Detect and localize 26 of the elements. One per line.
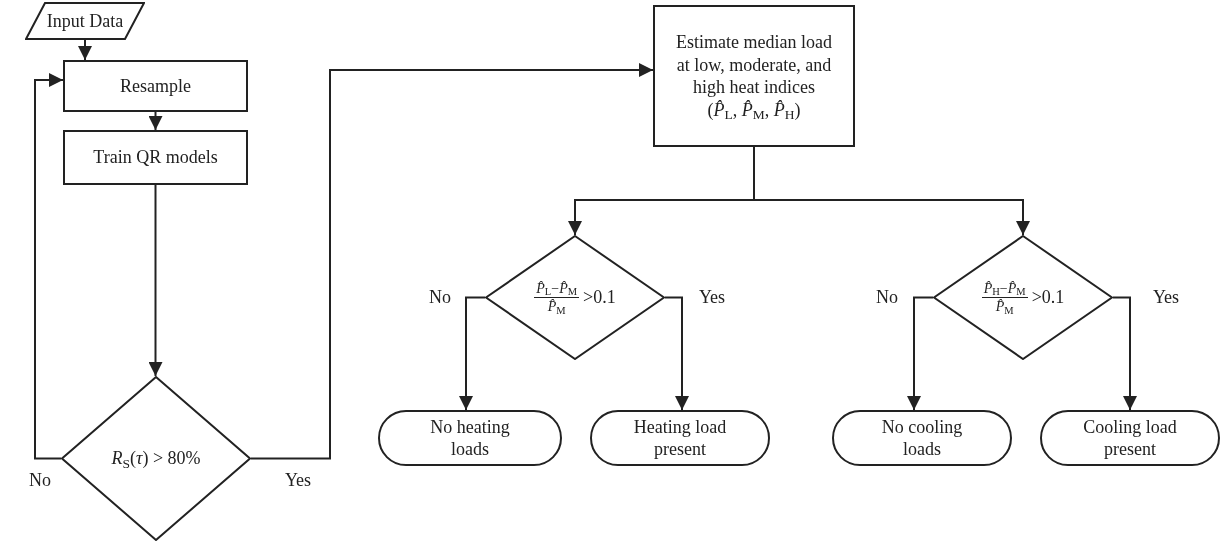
node-text: No cooling loads xyxy=(881,416,963,459)
arrow xyxy=(907,296,934,411)
fraction-numerator: P̂$_{H}$−P̂$_{M}$ xyxy=(981,279,1028,298)
arrow xyxy=(250,63,654,460)
node-text: Cooling load present xyxy=(1083,416,1177,459)
formula-text: (P̂$_{L}$, P̂$_{M}$, P̂$_{H}$) xyxy=(707,99,801,120)
node-text: Train QR models xyxy=(93,147,218,168)
arrow xyxy=(78,39,92,61)
node-text: Estimate median load at low, moderate, and high heat indices xyxy=(676,32,832,97)
arrow xyxy=(148,111,163,131)
fraction-denominator: P̂$_{M}$ xyxy=(547,298,566,316)
arrow xyxy=(148,184,163,377)
arrow xyxy=(753,146,1030,236)
node-text: R$_{S}$(τ) > 80% xyxy=(111,448,201,469)
threshold-text: >0.1 xyxy=(1031,286,1065,309)
threshold-text: >0.1 xyxy=(583,286,616,309)
fraction-numerator: P̂$_{L}$−P̂$_{M}$ xyxy=(534,279,580,298)
node-text: No heating loads xyxy=(430,416,510,459)
node-text: Input Data xyxy=(46,10,124,31)
node-text: Resample xyxy=(120,75,191,96)
arrow xyxy=(34,73,64,460)
arrow xyxy=(664,296,689,411)
arrow xyxy=(459,296,486,411)
arrow xyxy=(1112,296,1137,411)
fraction-denominator: P̂$_{M}$ xyxy=(995,298,1014,316)
node-text: Heating load present xyxy=(633,416,727,459)
